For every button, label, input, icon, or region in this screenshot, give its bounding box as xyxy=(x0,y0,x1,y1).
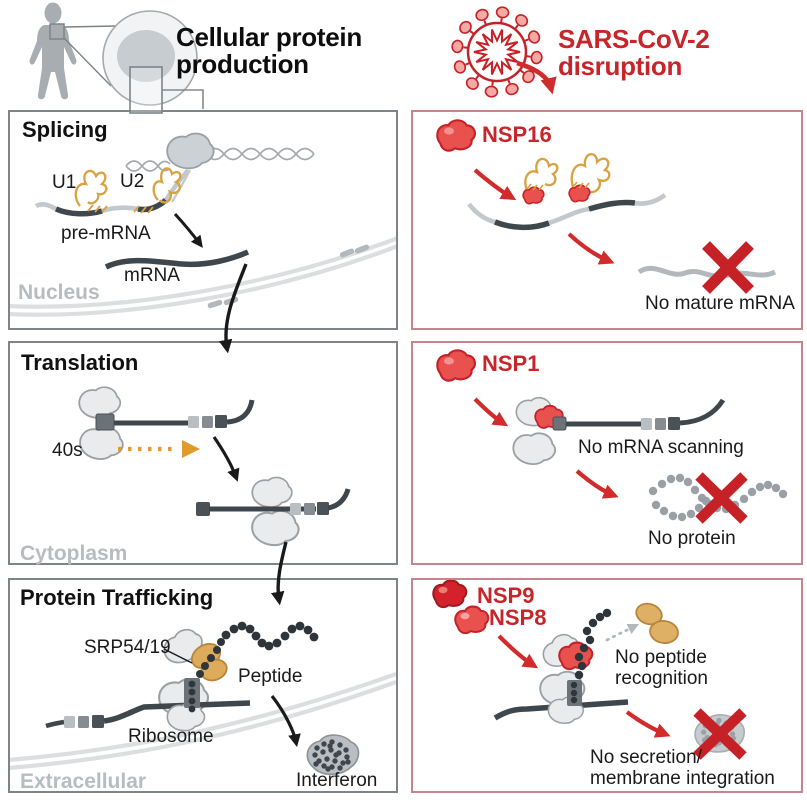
nsp1-graphic xyxy=(436,349,788,524)
pre-mrna-label: pre-mRNA xyxy=(61,223,151,244)
40s-label: 40s xyxy=(52,440,83,461)
srp-pointer-line xyxy=(163,648,193,664)
unspliced-mrna-icon xyxy=(467,193,667,231)
virus-icon xyxy=(451,6,543,98)
mrna-icon xyxy=(114,399,255,428)
left-column-title: Cellular protein production xyxy=(176,22,362,80)
nsp16-label: NSP16 xyxy=(482,122,552,147)
result-arrow xyxy=(575,469,619,499)
nsp16-protein-icon xyxy=(436,119,476,152)
splicing-graphic xyxy=(10,132,396,317)
panel-translation xyxy=(8,341,398,565)
magnifier-links xyxy=(63,25,118,87)
mrna-icon xyxy=(493,699,629,721)
u2-snrna-icon xyxy=(133,167,182,214)
nsp9-nsp8-graphic xyxy=(432,580,747,760)
disruption-arrow xyxy=(473,168,517,201)
zoom-connector-line xyxy=(162,89,204,109)
no-peptide-recognition-label: No peptide recognition xyxy=(615,647,708,690)
no-mature-mrna-label: No mature mRNA xyxy=(645,293,795,314)
panel-nsp9-nsp8 xyxy=(411,578,803,793)
panel-splicing xyxy=(8,110,398,330)
plasma-membrane-icon xyxy=(10,672,396,770)
nsp9-protein-icon xyxy=(432,580,468,609)
peptide-chain-icon xyxy=(221,621,319,651)
interferon-label: Interferon xyxy=(296,770,378,791)
trafficking-title: Protein Trafficking xyxy=(20,585,214,610)
mrna-label: mRNA xyxy=(124,265,180,286)
panel-nsp16 xyxy=(411,110,803,330)
nsp1-protein-icon xyxy=(436,349,476,382)
panel-nsp1 xyxy=(411,341,803,565)
assembly-arrow xyxy=(212,436,240,482)
u1-label: U1 xyxy=(52,172,77,193)
failed-recognition-arrow xyxy=(605,623,640,642)
translation-title: Translation xyxy=(21,350,139,375)
u2-label: U2 xyxy=(120,171,145,192)
nsp1-label: NSP1 xyxy=(482,351,540,376)
srp-label: SRP54/19 xyxy=(84,637,171,658)
scanning-arrow xyxy=(118,440,200,458)
mrna-icon xyxy=(104,249,250,270)
no-secretion-label: No secretion/ membrane integration xyxy=(590,747,775,790)
virus-disruption-arrow xyxy=(516,60,557,95)
result-arrow xyxy=(625,710,671,738)
nsp16-graphic xyxy=(436,119,777,294)
no-protein-label: No protein xyxy=(648,528,736,549)
peptide-label: Peptide xyxy=(238,666,303,687)
mrna-icon xyxy=(566,398,726,430)
human-figure-icon xyxy=(29,2,77,100)
ribosome-label: Ribosome xyxy=(128,726,214,747)
disruption-arrow xyxy=(473,397,509,427)
x-mark-icon xyxy=(693,708,747,760)
disruption-arrow xyxy=(497,634,539,669)
nsp8-label: NSP8 xyxy=(489,605,547,630)
peptide-chain-icon xyxy=(574,608,612,680)
body-zoom-box xyxy=(49,23,65,40)
ribosome-icon xyxy=(196,476,351,549)
extracellular-label: Extracellular xyxy=(20,770,147,793)
x-mark-icon xyxy=(695,472,748,524)
mrna-icon xyxy=(45,700,251,729)
result-arrow xyxy=(567,232,615,265)
degraded-protein-icon xyxy=(648,473,788,514)
u1-snrna-icon xyxy=(74,169,108,213)
nsp9-label: NSP9 xyxy=(477,583,535,608)
cell-zoom-box xyxy=(129,66,163,114)
secretion-arrow xyxy=(270,695,301,748)
captured-snrna-icon xyxy=(522,153,611,205)
blocked-ribosome-icon xyxy=(511,396,567,467)
panel-trafficking xyxy=(8,578,398,793)
x-mark-icon xyxy=(702,241,754,294)
immature-mrna-icon xyxy=(637,265,777,279)
free-srp-icon xyxy=(635,602,679,644)
dna-helix-icon xyxy=(125,147,315,172)
translation-graphic xyxy=(77,386,351,549)
nucleus-label: Nucleus xyxy=(18,281,100,304)
nuclear-pore-icon xyxy=(207,244,370,309)
splicing-title: Splicing xyxy=(22,117,108,142)
no-mrna-scanning-label: No mRNA scanning xyxy=(578,437,744,458)
right-column-title: SARS-CoV-2 disruption xyxy=(558,24,710,82)
trafficking-graphic xyxy=(10,621,396,776)
interferon-icon xyxy=(306,734,360,776)
splice-arrow xyxy=(173,212,203,248)
nsp8-protein-icon xyxy=(454,605,490,635)
cytoplasm-label: Cytoplasm xyxy=(20,542,128,565)
rna-polymerase-icon xyxy=(166,132,215,170)
